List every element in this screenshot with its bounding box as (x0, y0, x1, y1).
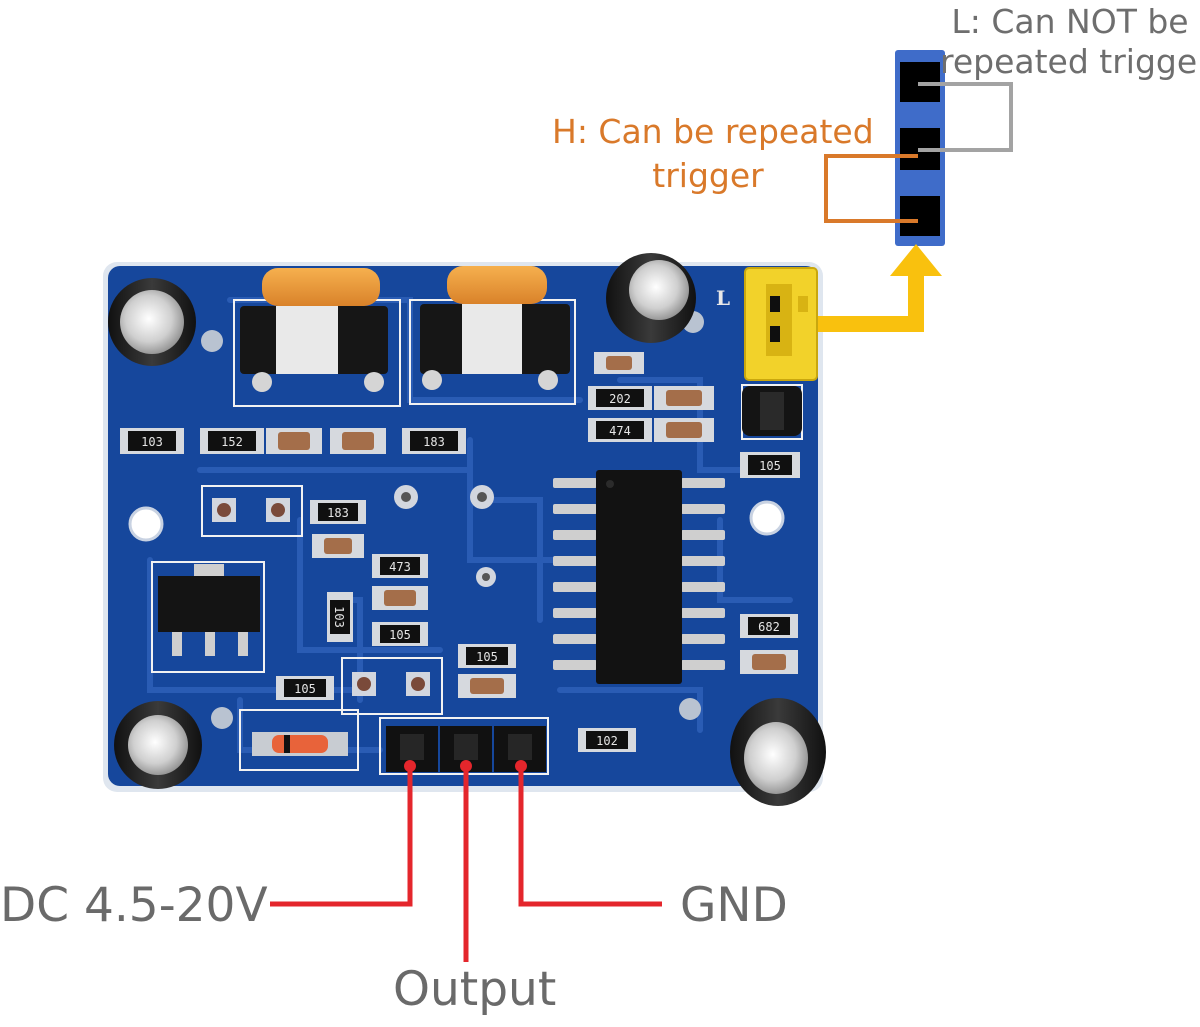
trigger-high-label: H: Can be repeated trigger (552, 110, 874, 198)
ic-pin (681, 530, 725, 540)
ic-pin (681, 556, 725, 566)
potentiometer-left (240, 268, 388, 392)
smd-capacitor (740, 650, 798, 674)
smd-resistor-code: 105 (294, 682, 316, 696)
ic-pin (681, 582, 725, 592)
smd-resistor-code: 103 (332, 606, 346, 628)
ic-pin (681, 660, 725, 670)
ic-pin (681, 608, 725, 618)
ic-chip (553, 470, 725, 684)
jumper-arrow (818, 244, 942, 332)
smd-capacitor (654, 418, 714, 442)
smd-resistor-code: 202 (609, 392, 631, 406)
leader-line-ground (518, 766, 662, 907)
smd-capacitor (266, 428, 322, 454)
smd-resistor: 103 (120, 428, 184, 454)
ic-pin (553, 530, 597, 540)
smd-resistor: 103 (327, 592, 353, 642)
smd-capacitor (654, 386, 714, 410)
smd-resistor: 183 (310, 500, 366, 524)
capacitor-bottom-left (114, 701, 202, 789)
smd-resistor: 105 (740, 452, 800, 478)
pcb-board: 103 152 183 202 474 105 183 473 103 105 105 105 682 1… (103, 253, 826, 806)
ic-pin (553, 478, 597, 488)
smd-capacitor (458, 674, 516, 698)
smd-resistor-code: 105 (389, 628, 411, 642)
smd-resistor-code: 103 (141, 435, 163, 449)
smd-capacitor (330, 428, 386, 454)
transistor (742, 386, 802, 436)
smd-resistor-code: 105 (476, 650, 498, 664)
smd-resistor-code: 105 (759, 459, 781, 473)
leader-line-l-mode (918, 82, 1013, 152)
leader-line-power (270, 766, 413, 907)
voltage-regulator (158, 564, 260, 656)
ic-pin (553, 634, 597, 644)
ic-pin (553, 556, 597, 566)
ic-pin (553, 608, 597, 618)
smd-resistor-code: 473 (389, 560, 411, 574)
ic-pin (681, 504, 725, 514)
ic-pin (553, 504, 597, 514)
smd-resistor: 183 (402, 428, 466, 454)
ic-pin (553, 582, 597, 592)
smd-resistor-code: 183 (423, 435, 445, 449)
smd-resistor-code: 682 (758, 620, 780, 634)
smd-resistor-code: 474 (609, 424, 631, 438)
smd-capacitor (372, 586, 428, 610)
smd-resistor: 105 (372, 622, 428, 646)
pin-leader-lines (270, 766, 662, 962)
power-pin-label: DC 4.5-20V (0, 878, 268, 933)
trigger-low-label-line2: repeated trigger (940, 42, 1200, 81)
mounting-holes (128, 500, 785, 542)
trigger-high-label-line2: trigger (652, 156, 764, 195)
potentiometer-right (420, 266, 570, 390)
smd-resistor: 474 (588, 418, 652, 442)
ic-pin (681, 478, 725, 488)
smd-capacitor (594, 352, 644, 374)
smd-capacitor (312, 534, 364, 558)
capacitor-bottom-right (730, 698, 826, 806)
smd-resistor: 152 (200, 428, 264, 454)
pin-tips (404, 760, 527, 772)
ic-pin (681, 634, 725, 644)
ground-pin-label: GND (680, 878, 788, 933)
pcb-pads (201, 311, 704, 729)
smd-resistor-code: 152 (221, 435, 243, 449)
diode (252, 732, 348, 756)
trigger-selector-diagram (824, 50, 1013, 246)
smd-resistor: 105 (458, 644, 516, 668)
smd-components: 103 152 183 202 474 105 183 473 103 105 105 105 682 1… (120, 352, 800, 752)
ic-pin (553, 660, 597, 670)
trigger-low-label-line1: L: Can NOT be (951, 2, 1189, 41)
output-pin-label: Output (393, 962, 557, 1017)
leader-line-h-mode (824, 154, 918, 223)
smd-resistor-code: 183 (327, 506, 349, 520)
smd-resistor: 102 (578, 728, 636, 752)
smd-resistor: 105 (276, 676, 334, 700)
smd-resistor: 682 (740, 614, 798, 638)
capacitor-top-right (606, 253, 696, 343)
capacitor-top-left (108, 278, 196, 366)
selector-pin-bottom (900, 196, 940, 236)
trigger-high-label-line1: H: Can be repeated (552, 112, 874, 151)
smd-resistor: 202 (588, 386, 652, 410)
jumper[interactable] (744, 267, 818, 381)
smd-resistor-code: 102 (596, 734, 618, 748)
jumper-silkscreen-letter: L (716, 286, 730, 310)
smd-resistor: 473 (372, 554, 428, 578)
trigger-low-label: L: Can NOT be repeated trigger (940, 2, 1200, 82)
